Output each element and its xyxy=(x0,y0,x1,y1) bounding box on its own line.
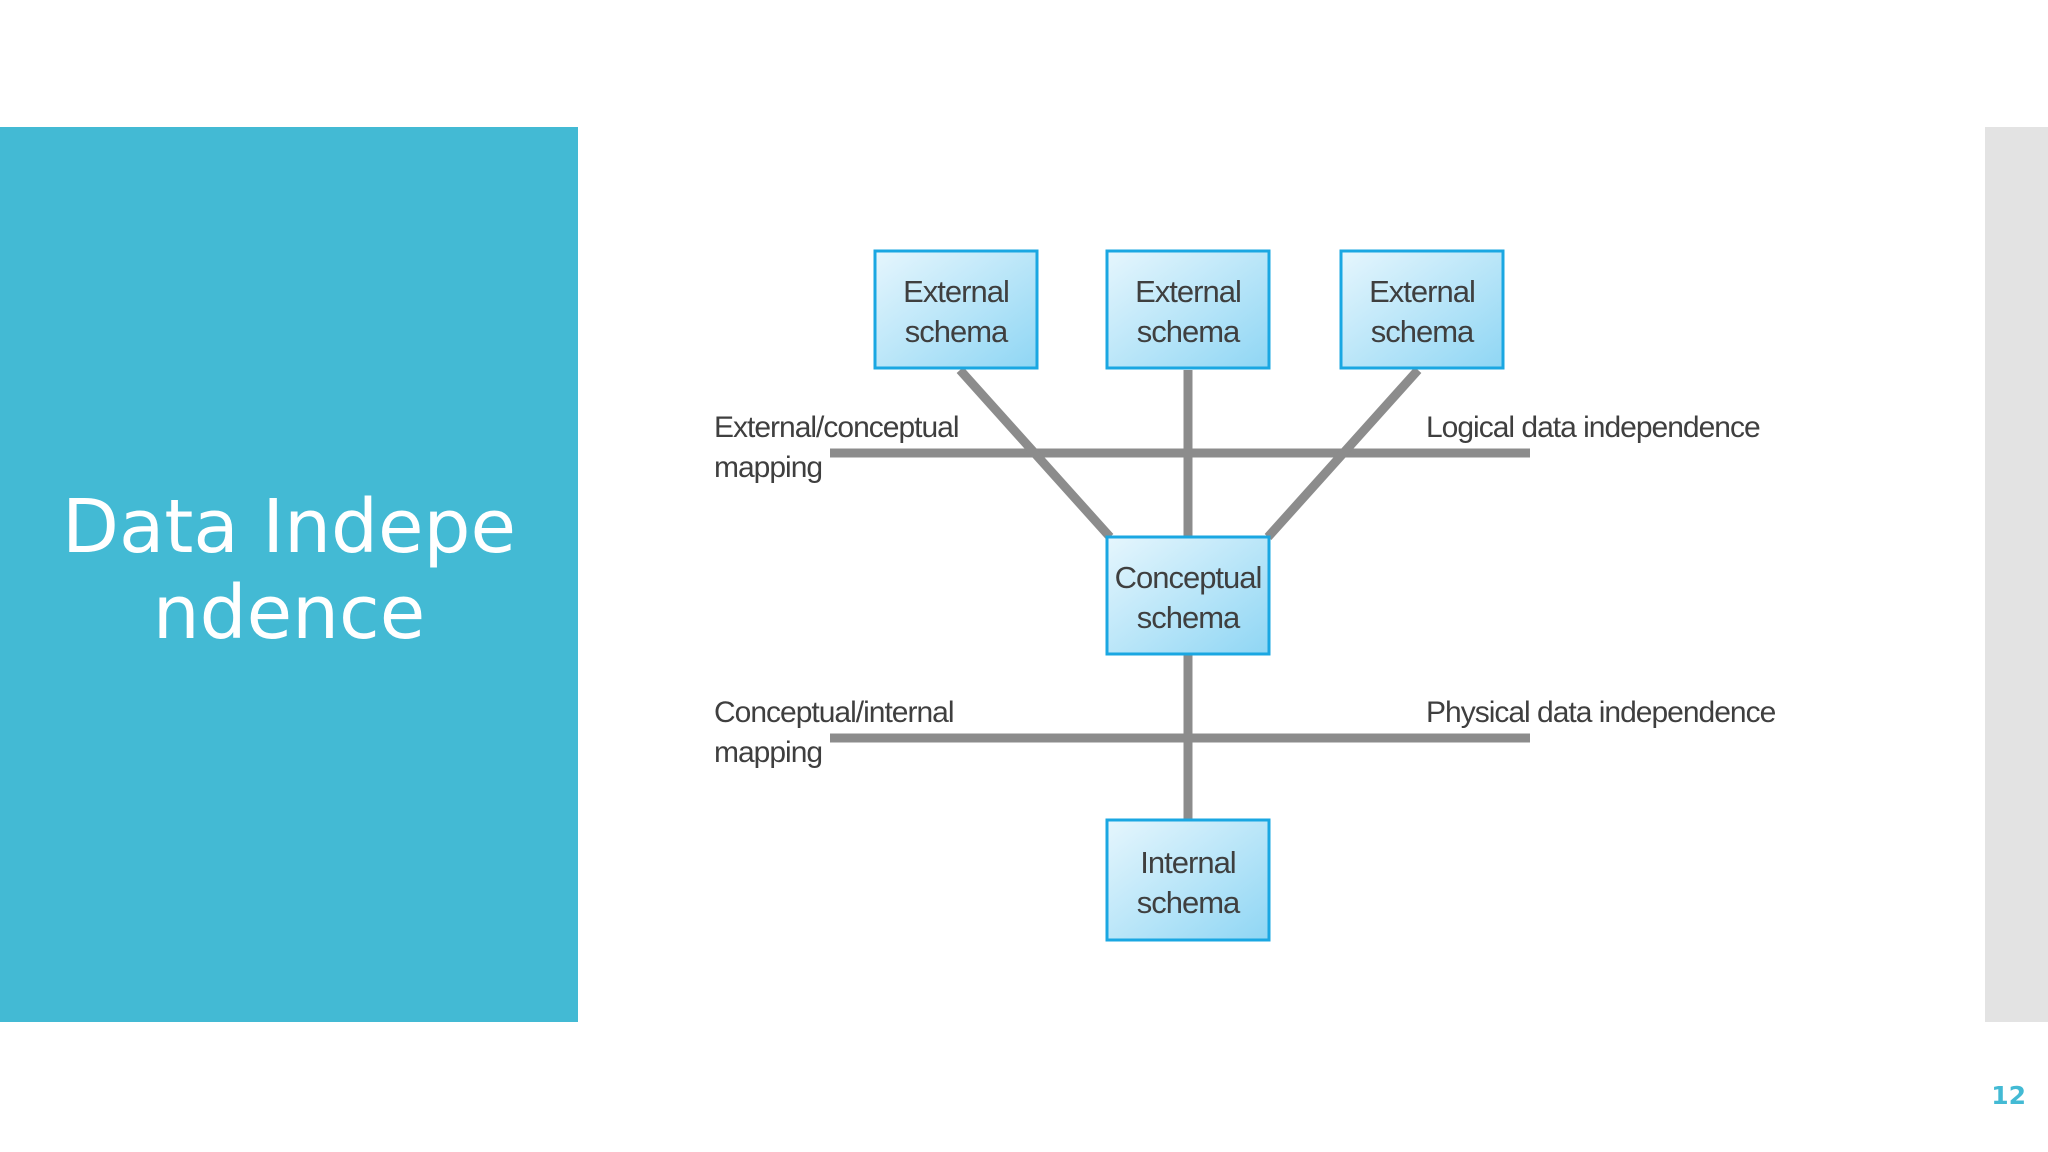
internal-schema-line1: Internal xyxy=(1140,845,1235,880)
conceptual-schema-box: Conceptual schema xyxy=(1105,535,1271,656)
external-schema-box-2: External schema xyxy=(1105,249,1271,370)
external-schema-1-line1: External xyxy=(903,274,1009,309)
connector-external-3 xyxy=(1264,366,1422,541)
connector-lines xyxy=(830,366,1530,820)
conceptual-internal-mapping-line2: mapping xyxy=(714,736,822,769)
title-panel: Data Independence xyxy=(0,127,578,1022)
conceptual-internal-mapping-line1: Conceptual/internal xyxy=(714,696,954,729)
external-schema-2-line1: External xyxy=(1135,274,1241,309)
external-schema-3-line1: External xyxy=(1369,274,1475,309)
conceptual-schema-line1: Conceptual xyxy=(1115,560,1262,595)
internal-schema-line2: schema xyxy=(1137,885,1241,920)
external-schema-1-line2: schema xyxy=(905,314,1009,349)
page-number: 12 xyxy=(1991,1081,2026,1110)
external-conceptual-mapping-line1: External/conceptual xyxy=(714,411,959,444)
connector-external-1 xyxy=(956,366,1114,541)
slide-title: Data Independence xyxy=(62,483,516,656)
external-schema-3-line2: schema xyxy=(1371,314,1475,349)
external-conceptual-mapping-line2: mapping xyxy=(714,451,822,484)
external-schema-box-3: External schema xyxy=(1339,249,1505,370)
right-accent-strip xyxy=(1985,127,2048,1022)
external-schema-box-1: External schema xyxy=(873,249,1039,370)
conceptual-schema-line2: schema xyxy=(1137,600,1241,635)
external-schema-2-line2: schema xyxy=(1137,314,1241,349)
logical-data-independence-label: Logical data independence xyxy=(1426,411,1760,444)
physical-data-independence-label: Physical data independence xyxy=(1426,696,1776,729)
internal-schema-box: Internal schema xyxy=(1105,818,1271,942)
